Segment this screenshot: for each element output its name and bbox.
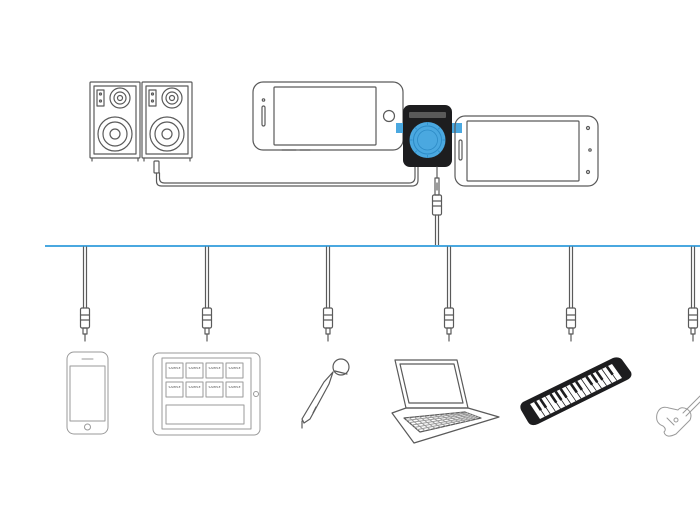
splitter-hub-icon (396, 105, 462, 167)
iphone-landscape-icon (252, 81, 404, 151)
laptop-key-col (413, 416, 431, 431)
drop-cable-midi-keyboard (565, 246, 577, 342)
white-key-divider (545, 396, 556, 412)
hub-to-bus-cable (431, 166, 443, 247)
white-key-divider (565, 386, 577, 402)
drop-cable-phone (79, 246, 91, 342)
laptop-key-col (449, 413, 467, 422)
sampler-pad (205, 362, 224, 379)
laptop-key-col (454, 412, 472, 421)
sampler-pad (205, 381, 224, 398)
sampler-pad-label: SAMPLE (189, 366, 201, 370)
laptop-icon (391, 359, 500, 444)
microphone-icon (301, 358, 350, 429)
black-key (590, 373, 599, 384)
speaker-pair-icon (89, 81, 193, 162)
white-key-divider (580, 378, 592, 394)
white-key-divider (601, 368, 613, 384)
guitar-icon (656, 395, 700, 437)
sampler-pad (225, 362, 244, 379)
keyboard-icon (520, 357, 632, 426)
sampler-pad (165, 362, 184, 379)
laptop-key-col (418, 416, 436, 429)
speaker-left-icon (89, 81, 141, 162)
sampler-pad (185, 362, 204, 379)
laptop-key-col (423, 415, 441, 428)
sampler-pad-label: SAMPLE (229, 385, 241, 389)
laptop-key-col (428, 415, 446, 427)
black-key (569, 383, 578, 394)
black-key (605, 365, 614, 376)
sampler-pad-label: SAMPLE (229, 366, 241, 370)
black-key (585, 375, 594, 386)
drop-cable-microphone (322, 246, 334, 342)
laptop-key-col (459, 412, 477, 420)
laptop-key-col (444, 413, 462, 424)
speaker-cable (153, 160, 419, 187)
sampler-pad-label: SAMPLE (209, 366, 221, 370)
drop-cables (79, 246, 699, 342)
laptop-key-col (434, 414, 451, 426)
drop-cable-laptop (443, 246, 455, 342)
black-key (539, 398, 548, 409)
black-key (559, 388, 568, 399)
black-key (575, 380, 583, 391)
black-key (554, 390, 563, 401)
android-phone-icon (454, 115, 599, 187)
black-key (595, 370, 604, 381)
sampler-pad (185, 381, 204, 398)
sampler-pad (225, 381, 244, 398)
sampler-pad-label: SAMPLE (209, 385, 221, 389)
laptop-key-col (408, 417, 426, 432)
black-key (534, 400, 543, 411)
drop-cable-guitar (687, 246, 699, 342)
sampler-pad (165, 381, 184, 398)
tablet-sampler-icon: SAMPLE SAMPLE SAMPLE SAMPLE SAMPLE SAMPLE SAMP… (152, 352, 261, 436)
speaker-right-icon (141, 81, 193, 162)
black-key (549, 393, 558, 404)
sampler-pad-label: SAMPLE (189, 385, 201, 389)
phone-icon (66, 351, 109, 435)
drop-cable-tablet-sampler (201, 246, 213, 342)
sampler-pad-label: SAMPLE (169, 385, 181, 389)
laptop-key-col (439, 414, 457, 425)
sampler-pad-label: SAMPLE (169, 366, 181, 370)
